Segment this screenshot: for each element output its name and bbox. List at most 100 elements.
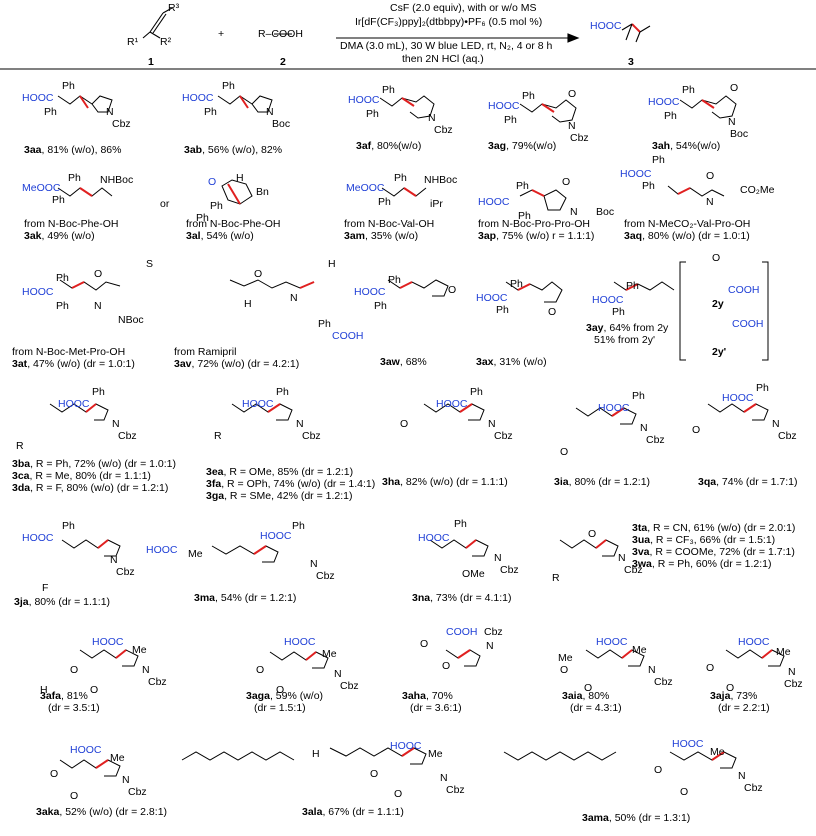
product-header-hooc: HOOC: [590, 20, 622, 32]
oxygen-label: O: [584, 682, 593, 694]
oxygen-label: O: [420, 638, 429, 650]
product-id: 3na: [412, 592, 431, 604]
product-caption: 3af, 80%(w/o): [356, 140, 421, 152]
product-id: 3ja: [14, 596, 29, 608]
nitrogen-label: N: [106, 106, 114, 118]
amine-label: NBoc: [118, 314, 144, 326]
nitrogen-label: N: [290, 292, 298, 304]
phenyl-label: Ph: [44, 106, 57, 118]
phenyl-label: Ph: [62, 520, 75, 532]
nitrogen-label: N: [618, 552, 626, 564]
protecting-group-label: Cbz: [654, 676, 673, 688]
nitrogen-label: N: [488, 418, 496, 430]
product-yield-text: , 68%: [399, 356, 427, 368]
acid-group-label: HOOC: [182, 92, 214, 104]
stereo-h-label: H: [312, 748, 320, 760]
product-yield-text: , R = Ph, 60% (dr = 1.2:1): [651, 558, 772, 570]
product-id: 3va: [632, 546, 650, 558]
product-id: 3aw: [380, 356, 400, 368]
product-yield-text: , 50% (dr = 1.3:1): [608, 812, 691, 824]
protecting-group-label: Cbz: [316, 570, 335, 582]
nitrogen-label: N: [122, 774, 130, 786]
product-id: 3aka: [36, 806, 60, 818]
acid-group-label: HOOC: [92, 636, 124, 648]
oxygen-label: O: [254, 268, 263, 280]
protecting-group-label: Cbz: [778, 430, 797, 442]
phenyl-label: Ph: [652, 154, 665, 166]
carbamate-label: CO₂Me: [740, 184, 775, 196]
compound-1-label: 1: [148, 56, 154, 68]
acid-group-label: HOOC: [722, 392, 754, 404]
nitrogen-label: N: [334, 668, 342, 680]
phenyl-label: Ph: [394, 172, 407, 184]
product-yield-text: , R = Ph, 72% (w/o) (dr = 1.0:1): [30, 458, 176, 470]
ester-group-label: MeOOC: [346, 182, 385, 194]
protecting-group-label: Cbz: [116, 566, 135, 578]
oxygen-label: O: [588, 528, 597, 540]
compound-2-label: 2: [280, 56, 286, 68]
oxygen-label: O: [70, 664, 79, 676]
protecting-group-label: Cbz: [128, 786, 147, 798]
methyl-label: Me: [428, 748, 443, 760]
phenyl-label: Ph: [374, 300, 387, 312]
product-id: 3ah: [652, 140, 671, 152]
acid-group-label: HOOC: [22, 286, 54, 298]
phenyl-label: Ph: [222, 80, 235, 92]
product-yield-text: , R = OMe, 85% (dr = 1.2:1): [223, 466, 354, 478]
phenyl-label: Ph: [518, 210, 531, 222]
acid-group-label: COOH: [332, 330, 364, 342]
stereo-h-label: H: [40, 684, 48, 696]
product-yield-text: , 64% from 2y: [603, 322, 669, 334]
nitrogen-label: N: [706, 196, 714, 208]
product-caption: 3ak, 49% (w/o): [24, 230, 95, 242]
product-caption: 3ay, 64% from 2y: [586, 322, 668, 334]
methyl-label: Me: [710, 746, 725, 758]
product-id: 3ma: [194, 592, 216, 604]
product-caption: 3fa, R = OPh, 74% (w/o) (dr = 1.4:1): [206, 478, 375, 490]
product-caption: 3wa, R = Ph, 60% (dr = 1.2:1): [632, 558, 772, 570]
methyl-label: Me: [322, 648, 337, 660]
product-yield-text: , R = SMe, 42% (dr = 1.2:1): [224, 490, 353, 502]
phenyl-label: Ph: [496, 304, 509, 316]
methyl-label: Me: [132, 644, 147, 656]
phenyl-label: Ph: [510, 278, 523, 290]
product-id: 3ala: [302, 806, 323, 818]
product-id: 3afa: [40, 690, 62, 702]
protecting-group-label: Cbz: [484, 626, 503, 638]
product-id: 3af: [356, 140, 372, 152]
protecting-group-label: Cbz: [624, 564, 643, 576]
product-id: 3ag: [488, 140, 507, 152]
product-id: 3da: [12, 482, 31, 494]
product-yield-text: , R = OPh, 74% (w/o) (dr = 1.4:1): [221, 478, 376, 490]
product-id: 3ab: [184, 144, 203, 156]
r-label: R: [214, 430, 222, 442]
nitrogen-label: N: [728, 116, 736, 128]
oxygen-label: O: [442, 660, 451, 672]
nitrogen-label: N: [640, 422, 648, 434]
product-source-text: from N-Boc-Phe-OH: [24, 218, 119, 230]
oxygen-label: O: [256, 664, 265, 676]
oxygen-label: O: [730, 82, 739, 94]
product-yield-text: , 73%: [730, 690, 758, 702]
product-yield-text: , R = Me, 80% (dr = 1.1:1): [29, 470, 151, 482]
nitrogen-label: N: [788, 666, 796, 678]
oxygen-label: O: [654, 764, 663, 776]
oxygen-label: O: [562, 176, 571, 188]
phenyl-label: Ph: [522, 90, 535, 102]
product-caption: 3av, 72% (w/o) (dr = 4.2:1): [174, 358, 299, 370]
phenyl-label: Ph: [664, 110, 677, 122]
product-yield-text: , 70%: [425, 690, 453, 702]
acid-group-label: HOOC: [476, 292, 508, 304]
protecting-group-label: Cbz: [340, 680, 359, 692]
phenyl-label: Ph: [454, 518, 467, 530]
nitrogen-label: N: [568, 120, 576, 132]
product-caption: 3ha, 82% (w/o) (dr = 1.1:1): [382, 476, 508, 488]
phenyl-label: Ph: [292, 520, 305, 532]
product-yield-text: , 80%(w/o): [371, 140, 422, 152]
oxygen-label: O: [276, 684, 285, 696]
oxygen-label: O: [548, 306, 557, 318]
product-caption: 3al, 54% (w/o): [186, 230, 254, 242]
product-yield-text: , 47% (w/o) (dr = 1.0:1): [27, 358, 135, 370]
product-yield-text: , 80% (dr = 1.2:1): [568, 476, 651, 488]
